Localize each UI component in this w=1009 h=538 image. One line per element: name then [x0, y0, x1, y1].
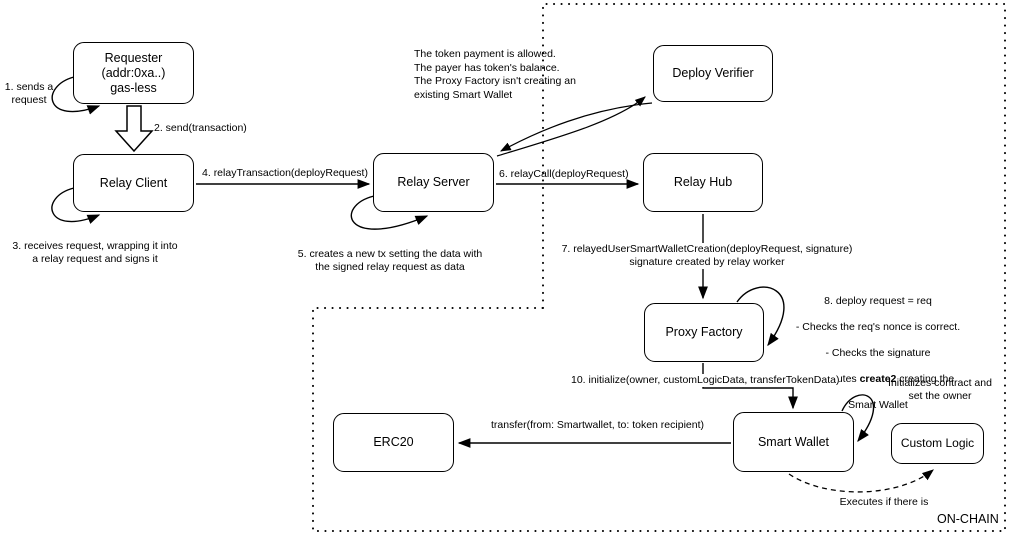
node-erc20: ERC20 [333, 413, 454, 472]
node-relay-client: Relay Client [73, 154, 194, 212]
node-custom-logic: Custom Logic [891, 423, 984, 464]
label-transfer: transfer(from: Smartwallet, to: token re… [491, 419, 704, 431]
label-step9-line2: Smart Wallet [848, 399, 908, 411]
label-step9-post: creating the [896, 373, 955, 385]
label-step8-line3: - Checks the signature [825, 347, 931, 359]
node-smart-wallet: Smart Wallet [733, 412, 854, 472]
label-verifier-note: The token payment is allowed. The payer … [414, 48, 576, 101]
label-step4: 4. relayTransaction(deployRequest) [202, 167, 368, 179]
node-relay-hub: Relay Hub [643, 153, 763, 212]
label-on-chain: ON-CHAIN [937, 512, 999, 526]
label-step8-line1: 8. deploy request = req [824, 295, 932, 307]
node-proxy-factory: Proxy Factory [644, 303, 764, 362]
node-relay-server: Relay Server [373, 153, 494, 212]
label-step8-9: 8. deploy request = req - Checks the req… [780, 282, 976, 425]
label-step5: 5. creates a new tx setting the data wit… [297, 248, 483, 273]
arrow-executes-custom-logic [788, 469, 934, 493]
loop-requester-sends-request [51, 76, 101, 115]
label-step10: 10. initialize(owner, customLogicData, t… [571, 374, 840, 387]
node-deploy-verifier: Deploy Verifier [653, 45, 773, 102]
label-step7: 7. relayedUserSmartWalletCreation(deploy… [548, 243, 866, 269]
label-executes-note: Executes if there is [839, 496, 929, 508]
label-step2: 2. send(transaction) [154, 122, 247, 134]
arrow-verifier-to-server [499, 102, 653, 152]
label-step1: 1. sends a request [4, 81, 54, 106]
label-step9-create2: create2 [859, 373, 897, 385]
loop-relay-client-wraps-request [51, 187, 101, 224]
label-step3: 3. receives request, wrapping it into a … [12, 240, 178, 265]
label-step6: 6. relayCall(deployRequest) [499, 168, 629, 180]
node-requester: Requester (addr:0xa..) gas-less [73, 42, 194, 104]
loop-smart-wallet-initializes [841, 394, 875, 443]
arrow-send-transaction [114, 105, 154, 153]
loop-proxy-factory-checks [736, 286, 785, 347]
arrow-server-to-verifier [496, 96, 646, 157]
label-step8-line2: - Checks the req's nonce is correct. [795, 321, 961, 333]
label-init-note: Initializes contract and set the owner [888, 377, 992, 402]
loop-relay-server-creates-tx [350, 195, 429, 230]
